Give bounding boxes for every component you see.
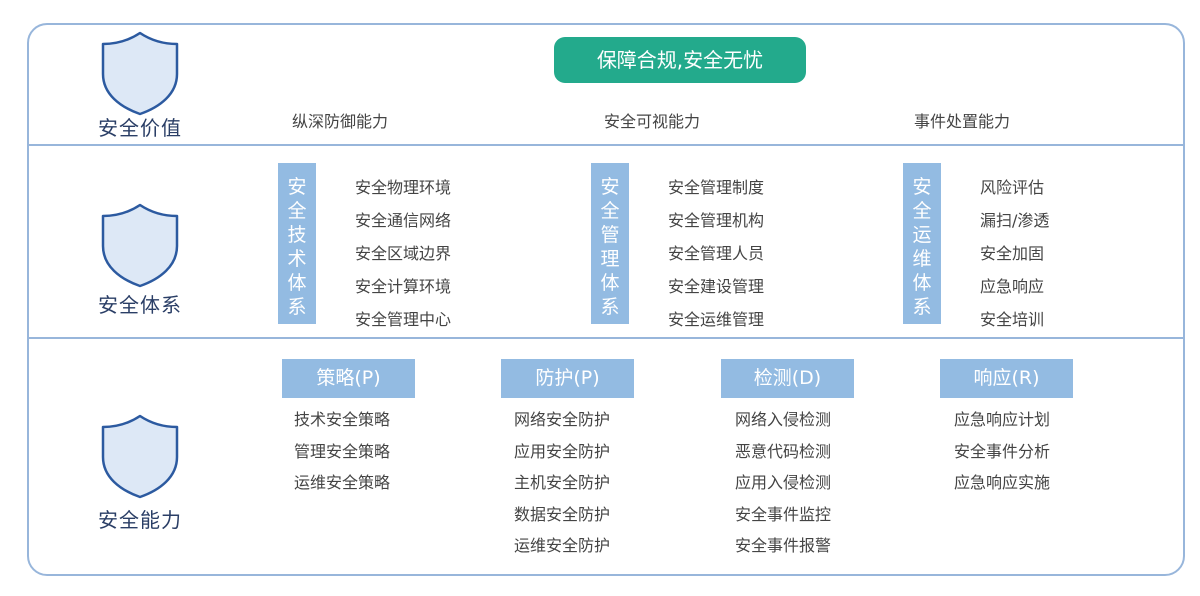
capability-items-protection: 网络安全防护 应用安全防护 主机安全防护 数据安全防护 运维安全防护 bbox=[514, 404, 610, 562]
list-item: 安全事件分析 bbox=[954, 441, 1051, 461]
list-item: 漏扫/渗透 bbox=[980, 211, 1050, 230]
list-item: 安全培训 bbox=[980, 310, 1045, 329]
row-label-system: 安全体系 bbox=[98, 293, 182, 317]
capability-tag-policy: 策略(P) bbox=[282, 359, 415, 398]
row-divider-2 bbox=[27, 337, 1185, 339]
list-item: 运维安全防护 bbox=[514, 536, 611, 555]
shield-icon bbox=[101, 31, 179, 116]
list-item: 管理安全策略 bbox=[294, 441, 391, 461]
capability-items-detection: 网络入侵检测 恶意代码检测 应用入侵检测 安全事件监控 安全事件报警 bbox=[735, 404, 831, 562]
system-title-operations: 安 全 运 维 体 系 bbox=[903, 163, 941, 324]
list-item: 安全管理人员 bbox=[668, 244, 765, 263]
shield-icon bbox=[101, 203, 179, 288]
capability-tag-detection: 检测(D) bbox=[721, 359, 854, 398]
list-item: 安全加固 bbox=[980, 244, 1045, 263]
list-item: 网络安全防护 bbox=[514, 410, 611, 429]
list-item: 运维安全策略 bbox=[294, 473, 391, 492]
list-item: 安全建设管理 bbox=[668, 277, 765, 296]
list-item: 应急响应实施 bbox=[954, 473, 1051, 492]
system-items-technical: 安全物理环境 安全通信网络 安全区域边界 安全计算环境 安全管理中心 bbox=[355, 171, 451, 336]
list-item: 应急响应 bbox=[980, 277, 1045, 296]
row-divider-1 bbox=[27, 144, 1185, 146]
list-item: 安全通信网络 bbox=[355, 211, 452, 230]
shield-icon bbox=[101, 414, 179, 499]
list-item: 数据安全防护 bbox=[514, 504, 611, 524]
diagram-frame bbox=[27, 23, 1185, 576]
row-label-capability: 安全能力 bbox=[98, 508, 182, 532]
capability-tag-response: 响应(R) bbox=[940, 359, 1073, 398]
list-item: 安全区域边界 bbox=[355, 244, 452, 263]
list-item: 技术安全策略 bbox=[294, 410, 391, 429]
list-item: 安全物理环境 bbox=[355, 178, 452, 197]
list-item: 应急响应计划 bbox=[954, 410, 1051, 429]
list-item: 安全事件报警 bbox=[735, 536, 832, 555]
capability-items-policy: 技术安全策略 管理安全策略 运维安全策略 bbox=[294, 404, 390, 499]
list-item: 主机安全防护 bbox=[514, 473, 611, 492]
list-item: 风险评估 bbox=[980, 178, 1045, 197]
list-item: 安全事件监控 bbox=[735, 504, 832, 524]
list-item: 安全管理机构 bbox=[668, 211, 765, 230]
value-item: 纵深防御能力 bbox=[292, 112, 389, 131]
row-label-value: 安全价值 bbox=[98, 116, 182, 140]
list-item: 网络入侵检测 bbox=[735, 410, 832, 429]
list-item: 恶意代码检测 bbox=[735, 441, 832, 461]
value-banner: 保障合规,安全无忧 bbox=[554, 37, 806, 83]
system-title-technical: 安 全 技 术 体 系 bbox=[278, 163, 316, 324]
value-item: 事件处置能力 bbox=[914, 112, 1011, 131]
list-item: 安全管理中心 bbox=[355, 310, 452, 329]
capability-items-response: 应急响应计划 安全事件分析 应急响应实施 bbox=[954, 404, 1050, 499]
list-item: 安全计算环境 bbox=[355, 277, 452, 296]
list-item: 应用入侵检测 bbox=[735, 473, 832, 492]
list-item: 应用安全防护 bbox=[514, 441, 611, 461]
capability-tag-protection: 防护(P) bbox=[501, 359, 634, 398]
value-item: 安全可视能力 bbox=[604, 112, 701, 131]
system-title-management: 安 全 管 理 体 系 bbox=[591, 163, 629, 324]
list-item: 安全管理制度 bbox=[668, 178, 765, 197]
system-items-management: 安全管理制度 安全管理机构 安全管理人员 安全建设管理 安全运维管理 bbox=[668, 171, 764, 336]
list-item: 安全运维管理 bbox=[668, 310, 765, 329]
system-items-operations: 风险评估 漏扫/渗透 安全加固 应急响应 安全培训 bbox=[980, 171, 1049, 336]
